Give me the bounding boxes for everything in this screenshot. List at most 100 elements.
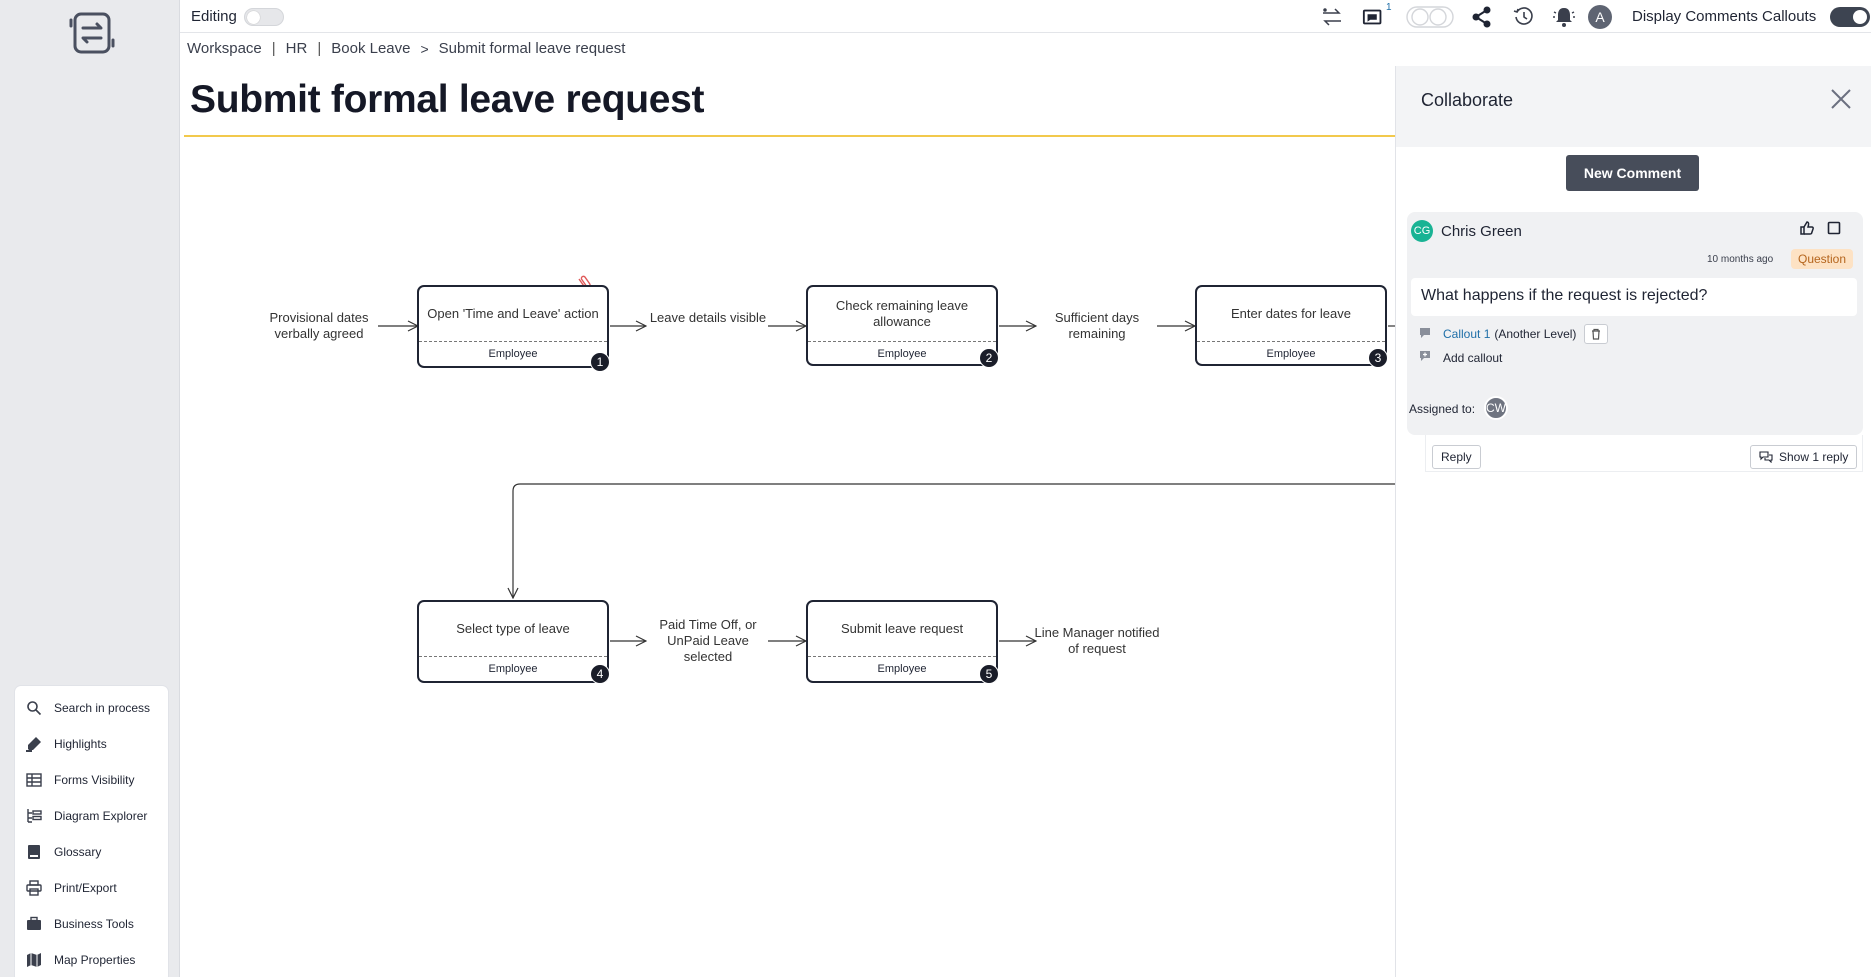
display-comments-callouts-toggle[interactable] — [1830, 7, 1870, 27]
callout-row: Callout 1 (Another Level) — [1419, 324, 1609, 344]
comments-count: 1 — [1386, 2, 1392, 13]
tool-map-properties[interactable]: Map Properties — [15, 942, 168, 977]
step-title: Check remaining leave allowance — [808, 287, 996, 342]
process-step[interactable]: Open 'Time and Leave' action Employee — [417, 285, 609, 368]
thumbs-up-icon[interactable] — [1799, 220, 1817, 238]
map-icon — [25, 951, 43, 969]
event-label[interactable]: Provisional dates verbally agreed — [269, 310, 369, 341]
event-label[interactable]: Sufficient days remaining — [1054, 310, 1140, 341]
breadcrumb-separator: | — [271, 40, 276, 57]
event-label[interactable]: Line Manager notified of request — [1034, 625, 1160, 656]
tool-label: Diagram Explorer — [54, 809, 148, 823]
edge — [513, 483, 1395, 598]
step-number-badge: 2 — [979, 348, 999, 368]
highlighter-icon — [25, 735, 43, 753]
tool-print-export[interactable]: Print/Export — [15, 870, 168, 906]
step-role: Employee — [877, 663, 927, 675]
tool-highlights[interactable]: Highlights — [15, 726, 168, 762]
tree-icon — [25, 807, 43, 825]
step-title: Enter dates for leave — [1197, 287, 1385, 342]
tool-label: Search in process — [54, 701, 151, 715]
display-comments-callouts-label: Display Comments Callouts — [1632, 8, 1817, 25]
tool-label: Forms Visibility — [54, 773, 135, 787]
tool-business-tools[interactable]: Business Tools — [15, 906, 168, 942]
step-role: Employee — [1266, 348, 1316, 360]
table-icon — [25, 771, 43, 789]
comment-timestamp: 10 months ago — [1707, 254, 1774, 265]
replies-icon — [1759, 451, 1773, 463]
breadcrumb-hr[interactable]: HR — [285, 40, 308, 57]
breadcrumb: Workspace | HR | Book Leave > Submit for… — [187, 40, 635, 57]
app-logo-icon[interactable] — [68, 10, 116, 56]
tool-forms-visibility[interactable]: Forms Visibility — [15, 762, 168, 798]
title-underline — [184, 135, 1395, 137]
collaborate-panel: Collaborate New Comment CG Chris Green 1… — [1395, 66, 1871, 977]
process-step[interactable]: Submit leave request Employee — [806, 600, 998, 683]
diagram-edges — [378, 275, 1395, 977]
tools-menu: Search in process Highlights Forms Visib… — [15, 686, 168, 977]
editing-toggle[interactable] — [244, 8, 284, 26]
left-rail: Search in process Highlights Forms Visib… — [0, 0, 180, 977]
new-comment-button[interactable]: New Comment — [1566, 155, 1699, 191]
collaborate-header: Collaborate — [1396, 66, 1871, 147]
callout-icon — [1419, 327, 1431, 342]
callout-link[interactable]: Callout 1 — [1443, 327, 1491, 341]
step-role: Employee — [488, 663, 538, 675]
bell-alert-icon[interactable] — [1552, 5, 1576, 29]
breadcrumb-chevron: > — [420, 40, 429, 57]
comments-icon[interactable] — [1362, 5, 1386, 29]
step-role: Employee — [488, 348, 538, 360]
breadcrumb-book-leave[interactable]: Book Leave — [331, 40, 411, 57]
search-icon — [25, 699, 43, 717]
tool-label: Print/Export — [54, 881, 117, 895]
select-checkbox[interactable] — [1827, 221, 1841, 235]
process-step[interactable]: Enter dates for leave Employee — [1195, 285, 1387, 366]
delete-callout-button[interactable] — [1584, 324, 1609, 344]
briefcase-icon — [25, 915, 43, 933]
collaborate-title: Collaborate — [1421, 90, 1514, 110]
step-number-badge: 5 — [979, 664, 999, 684]
trash-icon — [1592, 328, 1601, 340]
comment-card: CG Chris Green 10 months ago Question Wh… — [1407, 212, 1863, 435]
printer-icon — [25, 879, 43, 897]
show-replies-button[interactable]: Show 1 reply — [1750, 445, 1858, 469]
step-title: Select type of leave — [419, 602, 607, 657]
step-title: Submit leave request — [808, 602, 996, 657]
breadcrumb-separator: | — [317, 40, 322, 57]
assigned-label: Assigned to: — [1409, 402, 1476, 416]
reply-bar — [1425, 435, 1863, 472]
swap-arrows-icon[interactable] — [1320, 5, 1344, 29]
tool-label: Glossary — [54, 845, 102, 859]
process-step[interactable]: Select type of leave Employee — [417, 600, 609, 683]
step-number-badge: 3 — [1368, 348, 1388, 368]
event-label[interactable]: Leave details visible — [649, 310, 767, 325]
process-step[interactable]: Check remaining leave allowance Employee — [806, 285, 998, 366]
comment-author: Chris Green — [1441, 223, 1522, 240]
avatar: CG — [1411, 220, 1433, 242]
view-toggle-icon[interactable] — [1406, 5, 1454, 29]
add-callout-button[interactable]: Add callout — [1419, 350, 1502, 365]
assignee-avatar[interactable]: CW — [1484, 396, 1508, 420]
tool-search-in-process[interactable]: Search in process — [15, 690, 168, 726]
tool-label: Business Tools — [54, 917, 134, 931]
tool-glossary[interactable]: Glossary — [15, 834, 168, 870]
show-replies-label: Show 1 reply — [1779, 450, 1849, 464]
user-avatar[interactable]: A — [1588, 5, 1612, 29]
reply-button[interactable]: Reply — [1432, 445, 1481, 469]
comment-type-badge: Question — [1791, 249, 1854, 269]
process-diagram: Provisional dates verbally agreed Leave … — [269, 275, 1395, 977]
close-icon[interactable] — [1828, 86, 1854, 112]
breadcrumb-current: Submit formal leave request — [438, 40, 626, 57]
tool-diagram-explorer[interactable]: Diagram Explorer — [15, 798, 168, 834]
callout-level: (Another Level) — [1494, 327, 1577, 341]
page-title: Submit formal leave request — [190, 78, 705, 121]
step-number-badge: 1 — [590, 352, 610, 372]
tool-label: Highlights — [54, 737, 107, 751]
add-callout-icon — [1419, 350, 1431, 365]
top-bar: Editing 1 A Display Comments Callouts — [180, 0, 1871, 33]
share-icon[interactable] — [1470, 5, 1494, 29]
step-title: Open 'Time and Leave' action — [419, 287, 607, 342]
breadcrumb-workspace[interactable]: Workspace — [187, 40, 262, 57]
event-label[interactable]: Paid Time Off, or UnPaid Leave selected — [659, 617, 757, 664]
history-icon[interactable] — [1512, 5, 1536, 29]
